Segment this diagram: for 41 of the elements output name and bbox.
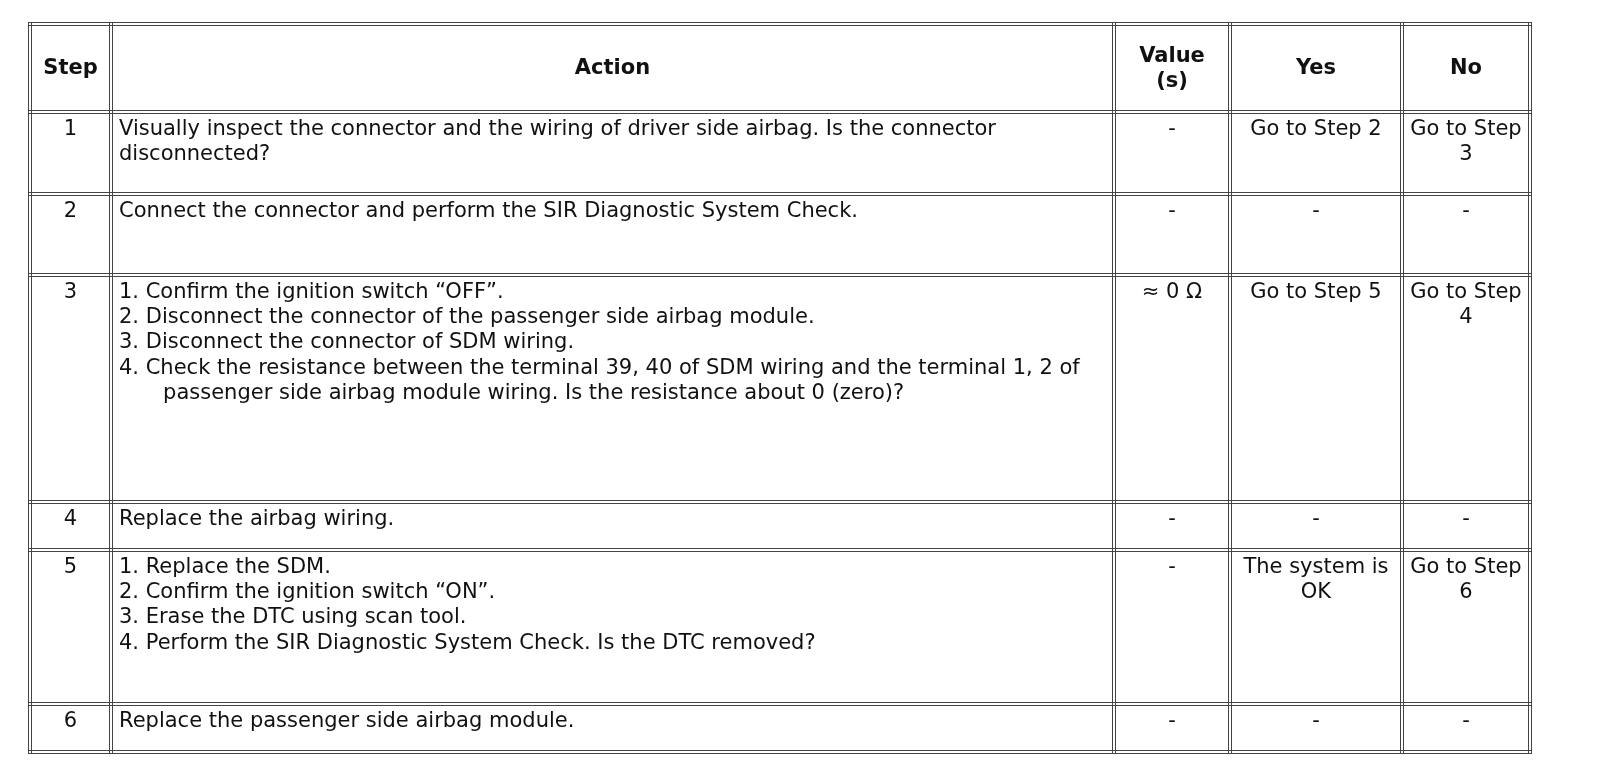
column-header: Action	[574, 55, 651, 80]
list-item: 2. Confirm the ignition switch “ON”.	[119, 579, 497, 605]
cell-text: Replace the airbag wiring.	[119, 506, 395, 530]
cell-text: Go to Step 2	[1250, 116, 1382, 140]
step-number: 2	[63, 198, 78, 222]
cell-text: -	[1168, 116, 1176, 140]
list-item: 3. Disconnect the connector of SDM wiring.	[119, 329, 576, 355]
step-number: 4	[63, 506, 78, 530]
list-item: 1. Confirm the ignition switch “OFF”.	[119, 279, 505, 305]
cell-text: -	[1462, 198, 1470, 222]
cell-text: -	[1312, 506, 1320, 530]
cell-text: -	[1462, 506, 1470, 530]
cell-text: Visually inspect the connector and the wiring of driver side airbag. Is the connector disconnected?	[119, 116, 996, 166]
list-item: 1. Replace the SDM.	[119, 554, 332, 580]
cell-text: -	[1312, 198, 1320, 222]
column-header: Value (s)	[1139, 42, 1205, 92]
step-number: 6	[63, 708, 78, 732]
cell-text: -	[1168, 198, 1176, 222]
list-item: 3. Erase the DTC using scan tool.	[119, 604, 468, 630]
column-header: Yes	[1296, 55, 1336, 80]
list-item: 4. Check the resistance between the terminal 39, 40 of SDM wiring and the terminal 1, 2 of passenger side airbag module wiring. Is the resistance about 0 (zero)?	[119, 354, 1081, 405]
list-item: 2. Disconnect the connector of the passenger side airbag module.	[119, 304, 816, 330]
column-header: No	[1450, 55, 1482, 80]
cell-text: Connect the connector and perform the SIR Diagnostic System Check.	[119, 198, 858, 222]
column-header: Step	[43, 55, 98, 80]
cell-text: -	[1312, 708, 1320, 732]
cell-text: Replace the passenger side airbag module.	[119, 708, 575, 732]
cell-text: -	[1168, 554, 1176, 578]
cell-text: -	[1168, 708, 1176, 732]
cell-text: Go to Step 6	[1410, 554, 1522, 604]
cell-text: -	[1168, 506, 1176, 530]
cell-text: Go to Step 4	[1410, 279, 1522, 329]
list-item: 4. Perform the SIR Diagnostic System Check. Is the DTC removed?	[119, 629, 817, 655]
cell-text: Go to Step 3	[1410, 116, 1522, 166]
cell-text: The system is OK	[1243, 554, 1389, 604]
cell-text: ≈ 0 Ω	[1141, 279, 1203, 303]
step-number: 5	[63, 554, 78, 578]
step-number: 1	[63, 116, 78, 140]
cell-text: Go to Step 5	[1250, 279, 1382, 303]
cell-text: -	[1462, 708, 1470, 732]
step-number: 3	[63, 279, 78, 303]
